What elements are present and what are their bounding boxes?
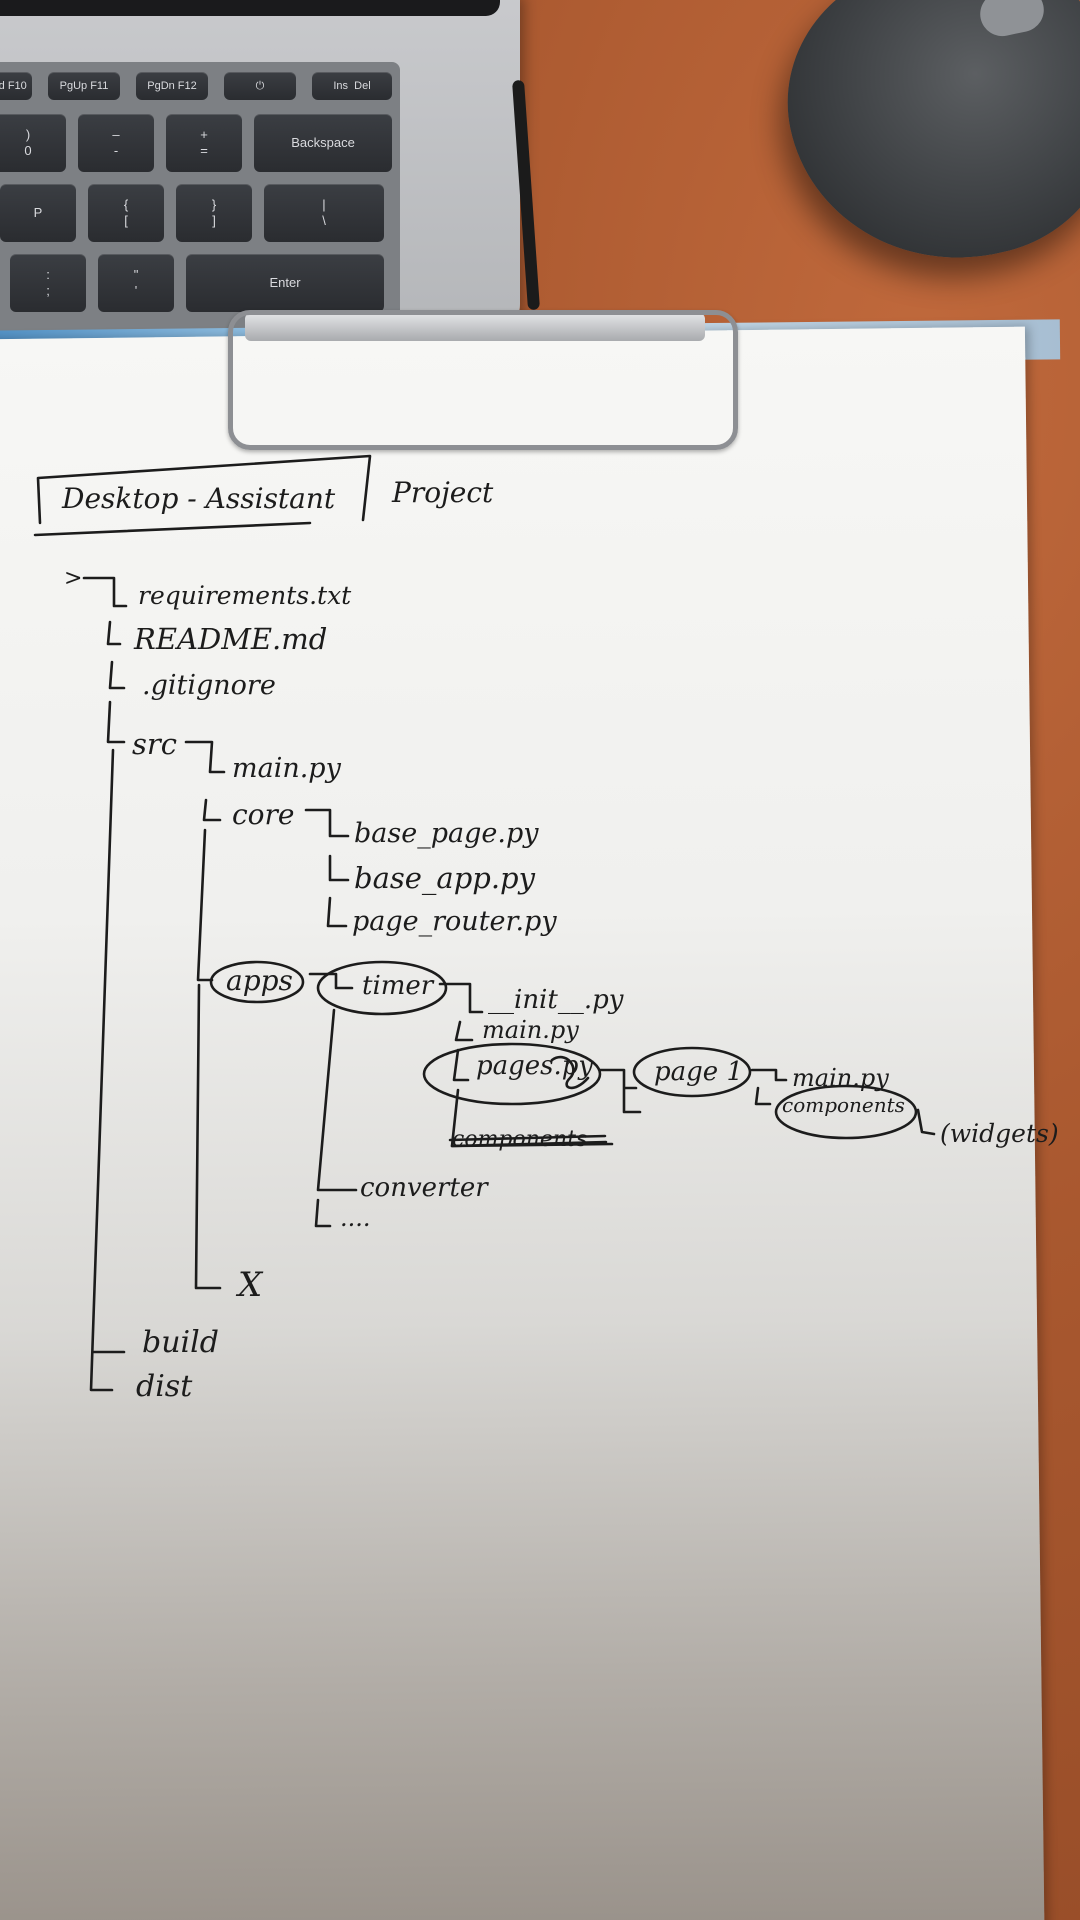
root-mark: > xyxy=(64,566,82,591)
apps-more: .... xyxy=(340,1204,371,1232)
components-circle xyxy=(774,1084,918,1140)
laptop-screen-bezel xyxy=(0,0,500,16)
strike-through-scribble xyxy=(448,1134,608,1148)
page1-branches xyxy=(750,1068,788,1106)
key-0: ) 0 xyxy=(0,114,66,172)
timer-circle xyxy=(316,960,448,1016)
root-branches xyxy=(82,576,128,1392)
laptop-keyboard: End F10 PgUp F11 PgDn F12 ⏻ Ins Del ) 0 … xyxy=(0,62,400,332)
file-init: __init__.py xyxy=(488,985,624,1015)
file-gitignore: .gitignore xyxy=(142,670,276,701)
key-quote: " ' xyxy=(98,254,174,312)
core-branches xyxy=(304,808,350,928)
file-src-main: main.py xyxy=(232,753,342,784)
file-page-router: page_router.py xyxy=(352,906,557,937)
key-semicolon: : ; xyxy=(10,254,86,312)
file-timer-main: main.py xyxy=(482,1016,579,1044)
components-branch xyxy=(916,1108,936,1136)
file-requirements: requirements.txt xyxy=(138,581,352,610)
folder-converter: converter xyxy=(360,1173,489,1203)
apps-circle xyxy=(209,960,305,1004)
folder-page1: page 1 xyxy=(654,1057,743,1087)
key-ins-del: Ins Del xyxy=(312,72,392,100)
title-text: Desktop - Assistant xyxy=(61,482,336,515)
pages-circle xyxy=(422,1042,602,1106)
folder-timer: timer xyxy=(362,971,435,1001)
folder-core: core xyxy=(232,798,295,831)
folder-dist: dist xyxy=(136,1369,193,1404)
key-pgdn: PgDn F12 xyxy=(136,72,208,100)
file-base-page: base_page.py xyxy=(354,818,539,849)
key-p: P xyxy=(0,184,76,242)
key-pgup: PgUp F11 xyxy=(48,72,120,100)
clip-bar xyxy=(245,313,705,341)
key-backslash: | \ xyxy=(264,184,384,242)
folder-src: src xyxy=(132,727,177,761)
folder-components: components xyxy=(782,1093,905,1117)
key-enter: Enter xyxy=(186,254,384,312)
key-equals: + = xyxy=(166,114,242,172)
widgets-note: (widgets) xyxy=(940,1119,1059,1148)
folder-build: build xyxy=(142,1325,219,1360)
cross-mark: X xyxy=(235,1265,264,1305)
folder-apps: apps xyxy=(226,964,293,997)
file-base-app: base_app.py xyxy=(354,861,536,896)
title-suffix: Project xyxy=(391,476,494,509)
key-power: ⏻ xyxy=(224,72,296,100)
key-open-bracket: { [ xyxy=(88,184,164,242)
title-box xyxy=(33,454,372,537)
page1-circle xyxy=(632,1046,752,1098)
pages-branches xyxy=(598,1068,642,1114)
key-minus: – - xyxy=(78,114,154,172)
folder-pages: pages.py xyxy=(476,1051,593,1081)
key-backspace: Backspace xyxy=(254,114,392,172)
file-readme: README.md xyxy=(133,622,327,656)
src-branches xyxy=(184,740,226,1290)
key-end: End F10 xyxy=(0,72,32,100)
laptop: End F10 PgUp F11 PgDn F12 ⏻ Ins Del ) 0 … xyxy=(0,0,520,340)
timer-branches xyxy=(438,982,614,1148)
pages-scribble xyxy=(550,1055,590,1090)
key-close-bracket: } ] xyxy=(176,184,252,242)
clipboard-clip xyxy=(228,310,738,450)
apps-branches xyxy=(308,972,358,1228)
